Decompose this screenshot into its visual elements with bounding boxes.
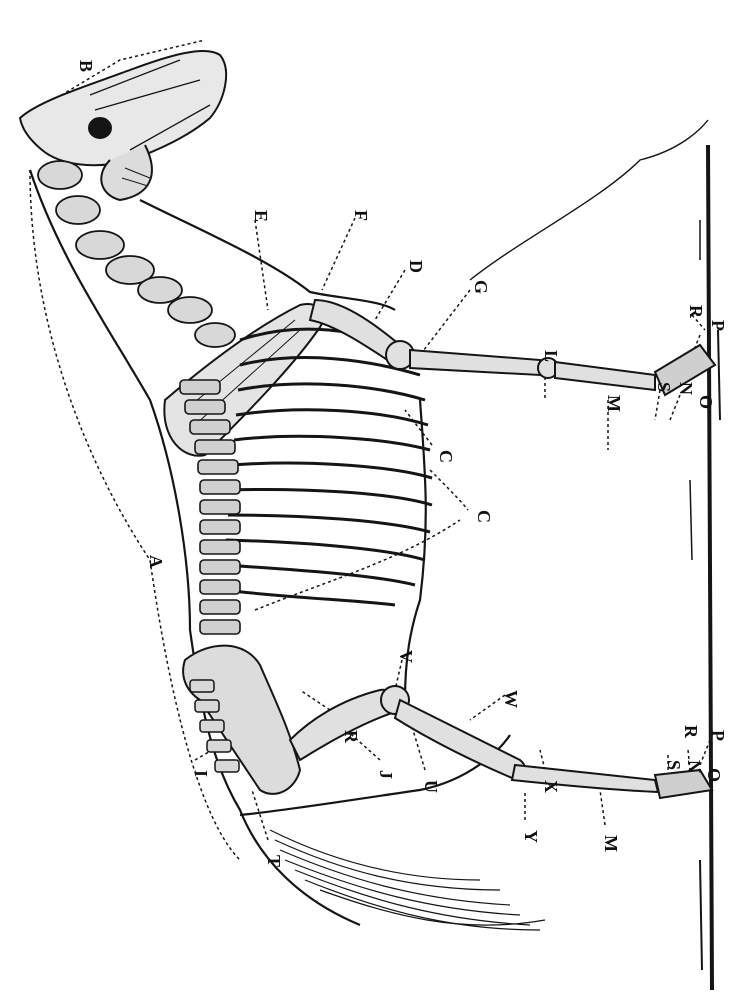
label-l-fore: L: [541, 350, 561, 362]
label-r-hind-foot: R: [681, 725, 701, 739]
label-a: A: [146, 555, 166, 568]
label-b: B: [76, 60, 96, 72]
label-u: U: [421, 780, 441, 793]
label-p-fore: P: [708, 320, 728, 331]
label-f: F: [351, 210, 371, 221]
label-m-fore: M: [604, 395, 624, 412]
label-r-fore: R: [686, 305, 706, 319]
labels: B E F D G C C A L M S N O R P V W X R I …: [76, 60, 728, 867]
label-d: D: [406, 260, 426, 273]
label-n-fore: N: [676, 382, 696, 395]
label-s-fore: S: [654, 382, 674, 392]
label-o-fore: O: [696, 395, 716, 409]
label-t: T: [264, 855, 284, 867]
tail-hair: [270, 830, 545, 930]
label-e: E: [251, 210, 271, 222]
label-c-fore: C: [436, 450, 456, 463]
label-w: W: [501, 690, 521, 708]
label-p-hind: P: [708, 730, 728, 741]
label-o-hind: O: [704, 768, 724, 782]
label-c: C: [474, 510, 494, 523]
label-r-hind: R: [341, 730, 361, 744]
label-n-hind: N: [684, 760, 704, 773]
ground-line: [690, 145, 720, 990]
label-g: G: [471, 280, 491, 294]
label-i: I: [191, 770, 211, 777]
label-x: X: [541, 780, 561, 793]
label-v: V: [396, 650, 416, 663]
label-y: Y: [521, 830, 541, 843]
label-s-hind: S: [664, 760, 684, 770]
fore-leg: [310, 300, 715, 395]
label-m-hind: M: [601, 835, 621, 852]
label-j: J: [376, 770, 396, 779]
